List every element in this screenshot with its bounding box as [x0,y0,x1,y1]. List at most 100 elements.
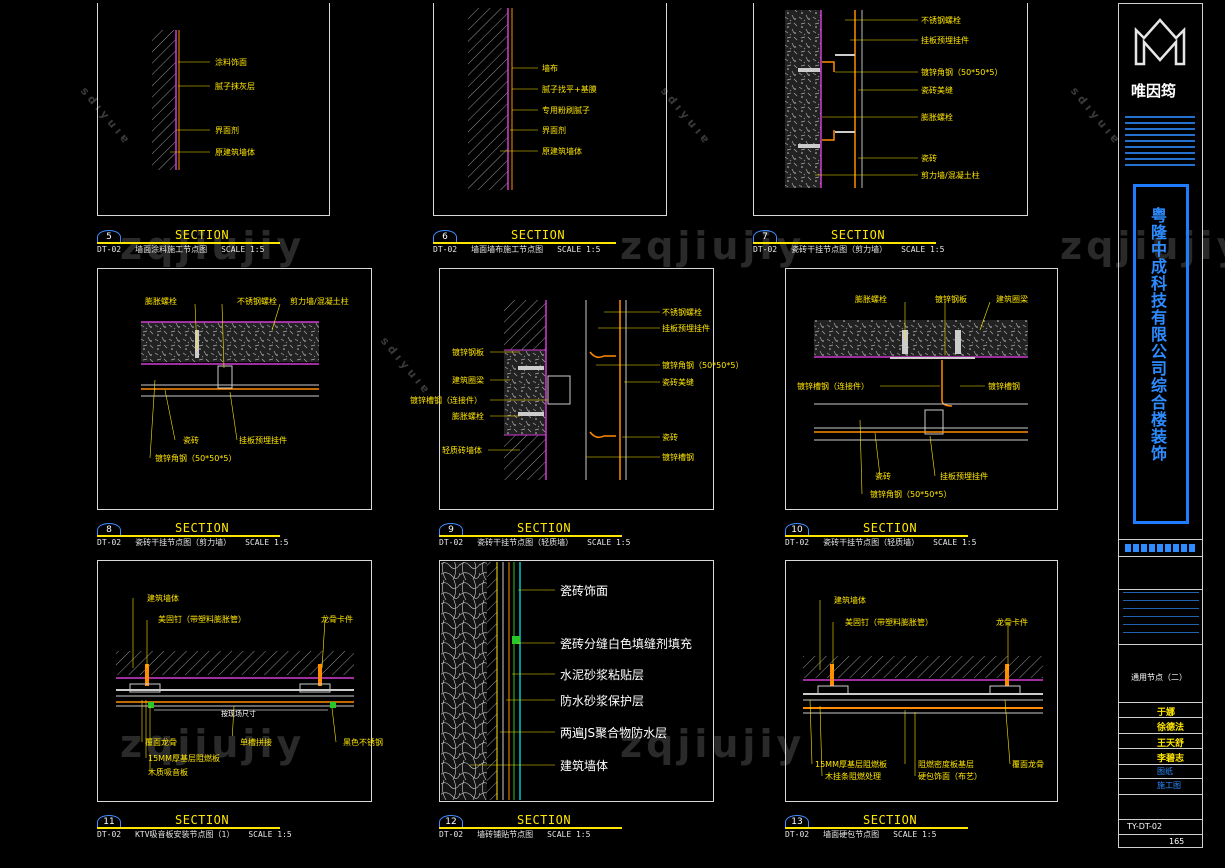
callout: 瓷砖分缝白色填缝剂填充 [560,637,693,651]
section-word: SECTION [511,228,566,242]
stage-value: 施工图 [1157,781,1181,790]
checker-name: 徐德法 [1157,723,1185,733]
section-word: SECTION [831,228,886,242]
callout: 建筑圈梁 [996,295,1028,304]
callout: 建筑圈梁 [452,376,484,385]
callout: 挂板预埋挂件 [940,472,988,481]
scale: SCALE 1:5 [587,538,631,547]
callout: 剪力墙/混凝土柱 [290,297,349,306]
callout: 界面剂 [215,126,239,135]
detail-frame-6 [433,3,667,216]
callout: 瓷砖饰面 [560,584,609,598]
section-caption: 墙砖铺贴节点图 [477,830,534,839]
callout: 挂板预埋挂件 [239,436,287,445]
callout: 墙布 [542,64,558,73]
callout: 镀锌角钢（50*50*5） [921,68,1003,77]
drawing-name: 通用节点（二） [1131,673,1187,682]
callout: 镀锌钢板 [452,348,484,357]
watermark: zqjiujiy [620,722,806,766]
drawing-number: TY-DT-02 [1127,822,1163,831]
section-caption: 瓷砖干挂节点图（轻质墙） [477,538,574,547]
callout: 原建筑墙体 [215,148,255,157]
company-info-block [1125,116,1195,168]
callout: 覆面龙骨 [1012,760,1044,769]
scale: SCALE 1:5 [221,245,265,254]
callout: 建筑墙体 [834,596,866,605]
scale: SCALE 1:5 [893,830,937,839]
section-caption: 瓷砖干挂节点图（轻质墙） [823,538,920,547]
sheet-ref: DT-02 [97,830,122,839]
callout: 界面剂 [542,126,566,135]
brand-name: 唯因筠 [1131,82,1177,100]
project-name: 粤隆中成科技有限公司综合楼装饰 [1148,207,1167,462]
callout: 两遍JS聚合物防水层 [560,726,668,740]
section-caption: 墙面硬包节点图 [823,830,880,839]
detail-frame-13 [785,560,1058,802]
callout: 美固钉（带塑料膨胀管） [158,615,246,624]
detail-frame-5 [97,3,330,216]
callout: 镀锌槽钢 [662,453,694,462]
callout: 膨胀螺栓 [145,297,177,306]
approver-name: 李碧志 [1157,754,1185,764]
reviewer-name: 王天舒 [1157,739,1185,749]
sheet-ref: DT-02 [785,538,810,547]
callout: 瓷砖 [183,436,199,445]
sheet-ref: DT-02 [753,245,778,254]
callout: 15MM厚基层阻燃板 [815,760,887,769]
callout: 龙骨卡件 [321,615,353,624]
section-word: SECTION [517,813,572,827]
sheet-ref: DT-02 [433,245,458,254]
callout: 建筑墙体 [560,759,609,773]
title-block: 唯因筠 粤隆中成科技有限公司综合楼装饰 通用节点（二） 于娜 徐德法 王天舒 李… [1118,3,1203,848]
designer-name: 于娜 [1157,708,1176,718]
callout: 轻质砖墙体 [442,446,482,455]
sheet-ref: DT-02 [439,830,464,839]
section-caption: 瓷砖干挂节点图（剪力墙） [135,538,232,547]
revision-table [1123,592,1199,638]
section-word: SECTION [863,813,918,827]
callout: 膨胀螺栓 [452,412,484,421]
section-word: SECTION [175,521,230,535]
stage-label: 图纸 [1157,767,1173,776]
scale: SCALE 1:5 [245,538,289,547]
detail-frame-9 [439,268,714,510]
callout: 不锈钢螺栓 [662,308,702,317]
callout: 瓷砖 [662,433,678,442]
callout: 防水砂浆保护层 [560,694,645,708]
callout: 阻燃密度板基层 [918,760,974,769]
callout: 膨胀螺栓 [855,295,887,304]
watermark: zqjiujiy [120,224,306,268]
callout: 腻子抹灰层 [215,82,255,91]
scale: SCALE 1:5 [933,538,977,547]
callout: 挂板预埋挂件 [921,36,969,45]
sheet-ref: DT-02 [439,538,464,547]
callout: 龙骨卡件 [996,618,1028,627]
detail-frame-10 [785,268,1058,510]
callout: 涂料饰面 [215,58,247,67]
callout: 镀锌槽钢 [988,382,1020,391]
sheet-ref: DT-02 [785,830,810,839]
dimension-note: 按现场尺寸 [221,710,256,718]
callout: 挂板预埋挂件 [662,324,710,333]
scale: SCALE 1:5 [557,245,601,254]
callout: 瓷砖 [875,472,891,481]
detail-frame-11 [97,560,372,802]
section-caption: KTV吸音板安装节点图（1） [135,830,235,839]
callout: 专用粉刷腻子 [542,106,590,115]
callout: 镀锌槽钢（连接件） [410,396,482,405]
callout: 腻子找平+基膜 [542,85,597,94]
section-word: SECTION [517,521,572,535]
callout: 木挂条阻燃处理 [825,772,881,781]
section-word: SECTION [175,813,230,827]
callout: 瓷砖美缝 [662,378,694,387]
callout: 不锈钢螺栓 [921,16,961,25]
detail-frame-12 [439,560,714,802]
callout: 镀锌角钢（50*50*5） [870,490,952,499]
callout: 硬包饰面（布艺） [918,772,982,781]
section-word: SECTION [863,521,918,535]
callout: 镀锌角钢（50*50*5） [662,361,744,370]
callout: 瓷砖 [921,154,937,163]
callout: 黑色不锈钢 [343,738,383,747]
section-caption: 墙面墙布施工节点图 [471,245,544,254]
brand-logo-mark [1134,18,1186,66]
